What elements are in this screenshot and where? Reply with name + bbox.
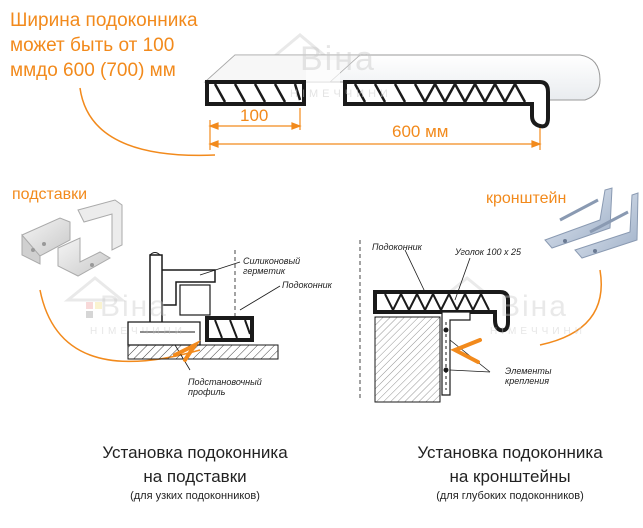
callout-support-profile: Подстановочный профиль: [188, 377, 262, 397]
caption-brackets-line-1: Установка подоконника: [417, 443, 603, 462]
caption-stands: Установка подоконника на подставки: [60, 441, 330, 489]
callout-sill-left: Подоконник: [282, 280, 332, 290]
callout-fasteners-line-1: Элементы: [505, 366, 552, 376]
callout-sealant-line-2: герметик: [243, 266, 286, 276]
caption-brackets-note: (для глубоких подоконников): [436, 490, 584, 502]
dimension-label-large: 600 мм: [392, 122, 449, 141]
watermark-sub-top: НІМЕЧЧИНИ: [290, 88, 392, 100]
dimension-lines: [208, 108, 542, 150]
watermark-sub-left: НІМЕЧЧИНИ: [90, 326, 186, 337]
sill-board-top: [203, 54, 601, 129]
callout-fasteners-line-2: крепления: [505, 376, 550, 386]
callout-curve-top: [79, 87, 216, 157]
callout-fasteners: Элементы крепления: [505, 366, 551, 386]
watermark-sub-right: НІМЕЧЧИНИ: [490, 326, 586, 337]
watermark-brand-left: Віна: [100, 290, 168, 323]
callout-profile-line-2: профиль: [188, 387, 226, 397]
brackets-label: кронштейн: [486, 190, 567, 207]
callout-curve-right: [539, 269, 602, 346]
bracket-parts-image: [544, 187, 639, 259]
orange-arrow-left: [173, 339, 201, 362]
callout-angle: Уголок 100 х 25: [455, 247, 522, 257]
callout-sill-right: Подоконник: [372, 242, 422, 252]
dimension-label-small: 100: [240, 106, 269, 125]
caption-brackets: Установка подоконника на кронштейны: [380, 441, 640, 489]
callout-sealant-line-1: Силиконовый: [243, 256, 301, 266]
watermark-brand-right: Віна: [500, 290, 568, 323]
orange-arrow-right: [450, 338, 482, 364]
stands-label: подставки: [12, 186, 88, 203]
caption-stands-note: (для узких подоконников): [130, 490, 260, 502]
width-range-line-2: может быть от 100: [10, 35, 175, 56]
right-section-drawing: [359, 240, 510, 403]
left-section-drawing: [127, 250, 281, 371]
watermark-logo-left: [63, 276, 127, 318]
caption-stands-line-1: Установка подоконника: [102, 443, 288, 462]
callout-sealant: Силиконовый герметик: [243, 256, 300, 276]
stand-parts-image: [21, 199, 123, 277]
watermark-brand-top: Віна: [300, 40, 376, 78]
width-range-line-3: ммдо 600 (700) мм: [10, 60, 176, 81]
width-range-heading: Ширина подоконника может быть от 100 ммд…: [10, 8, 198, 83]
width-range-line-1: Ширина подоконника: [10, 10, 198, 31]
callout-profile-line-1: Подстановочный: [188, 377, 262, 387]
caption-brackets-line-2: на кронштейны: [449, 467, 571, 486]
caption-stands-line-2: на подставки: [143, 467, 247, 486]
